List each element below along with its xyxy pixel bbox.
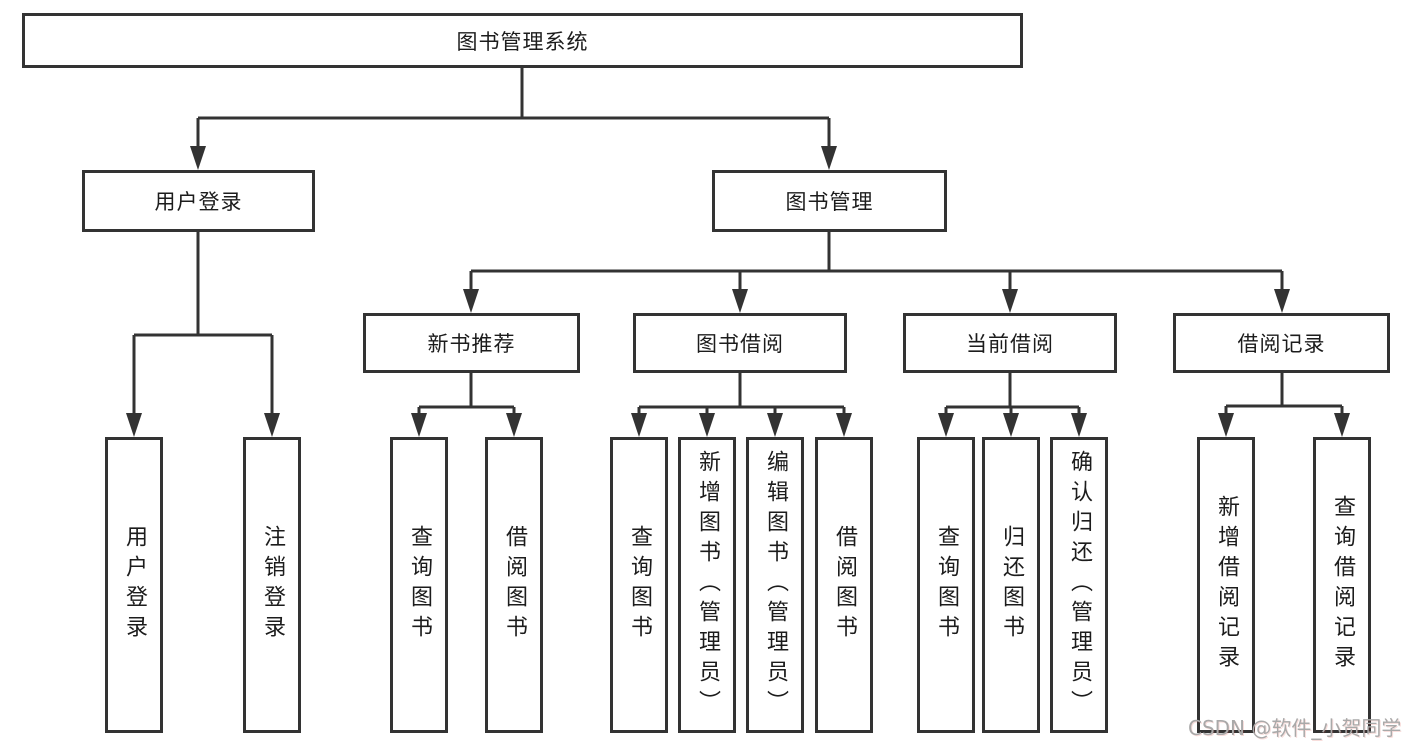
connector-new-book-recommend-to-leaves — [411, 373, 522, 437]
leaf-label: 用户登录 — [122, 525, 147, 645]
node-label: 当前借阅 — [966, 332, 1054, 356]
leaf-add-borrow-record: 新增借阅记录 — [1197, 437, 1255, 733]
leaf-label: 查询图书 — [407, 525, 432, 645]
connector-line — [132, 232, 274, 415]
leaf-edit-books-admin: 编辑图书（管理员） — [746, 437, 804, 733]
leaf-query-borrow-record: 查询借阅记录 — [1313, 437, 1371, 733]
leaf-label: 查询图书 — [627, 525, 652, 645]
leaf-label: 归还图书 — [999, 525, 1024, 645]
leaf-label: 查询借阅记录 — [1330, 495, 1355, 675]
connector-book-management-to-level3 — [463, 232, 1290, 313]
leaf-logout: 注销登录 — [243, 437, 301, 733]
arrowhead — [190, 146, 837, 170]
connector-line — [469, 232, 1284, 291]
node-label: 图书管理系统 — [456, 29, 589, 54]
leaf-add-books-admin: 新增图书（管理员） — [678, 437, 736, 733]
arrowhead — [938, 413, 1087, 437]
arrowhead — [411, 413, 522, 437]
connector-line — [1224, 373, 1344, 415]
connector-user-login-to-leaves — [126, 232, 280, 437]
node-label: 图书借阅 — [696, 332, 784, 356]
node-label: 借阅记录 — [1237, 332, 1326, 356]
node-label: 图书管理 — [785, 190, 874, 214]
leaf-label: 新增借阅记录 — [1214, 495, 1239, 675]
leaf-user-login: 用户登录 — [105, 437, 163, 733]
connector-line — [944, 373, 1081, 415]
connector-book-borrow-to-leaves — [631, 373, 852, 437]
connector-borrow-records-to-leaves — [1218, 373, 1350, 437]
arrowhead — [126, 413, 280, 437]
node-label: 新书推荐 — [427, 332, 516, 356]
connector-line — [637, 373, 846, 415]
csdn-watermark: CSDN @软件_小贺同学 — [1188, 716, 1402, 740]
node-current-borrow: 当前借阅 — [903, 313, 1117, 373]
arrowhead — [463, 289, 1290, 313]
node-borrow-records: 借阅记录 — [1173, 313, 1390, 373]
leaf-label: 借阅图书 — [832, 525, 857, 645]
arrowhead — [631, 413, 852, 437]
node-user-login: 用户登录 — [82, 170, 315, 232]
connector-line — [196, 68, 831, 150]
connector-line — [417, 373, 516, 415]
leaf-confirm-return-admin: 确认归还（管理员） — [1050, 437, 1108, 733]
leaf-label: 确认归还（管理员） — [1067, 450, 1092, 720]
leaf-label: 新增图书（管理员） — [695, 450, 720, 720]
node-book-borrow: 图书借阅 — [633, 313, 847, 373]
leaf-current-query-books: 查询图书 — [917, 437, 975, 733]
leaf-recommend-query-books: 查询图书 — [390, 437, 448, 733]
leaf-label: 查询图书 — [934, 525, 959, 645]
leaf-label: 注销登录 — [260, 525, 285, 645]
connector-current-borrow-to-leaves — [938, 373, 1087, 437]
leaf-return-books: 归还图书 — [982, 437, 1040, 733]
arrowhead — [1218, 413, 1350, 437]
leaf-label: 编辑图书（管理员） — [763, 450, 788, 720]
node-library-system: 图书管理系统 — [22, 13, 1023, 68]
node-label: 用户登录 — [154, 190, 243, 214]
leaf-label: 借阅图书 — [502, 525, 527, 645]
leaf-recommend-borrow-books: 借阅图书 — [485, 437, 543, 733]
leaf-borrow-books: 借阅图书 — [815, 437, 873, 733]
node-book-management: 图书管理 — [712, 170, 947, 232]
connector-root-to-level2 — [190, 68, 837, 170]
leaf-borrow-query-books: 查询图书 — [610, 437, 668, 733]
node-new-book-recommend: 新书推荐 — [363, 313, 580, 373]
